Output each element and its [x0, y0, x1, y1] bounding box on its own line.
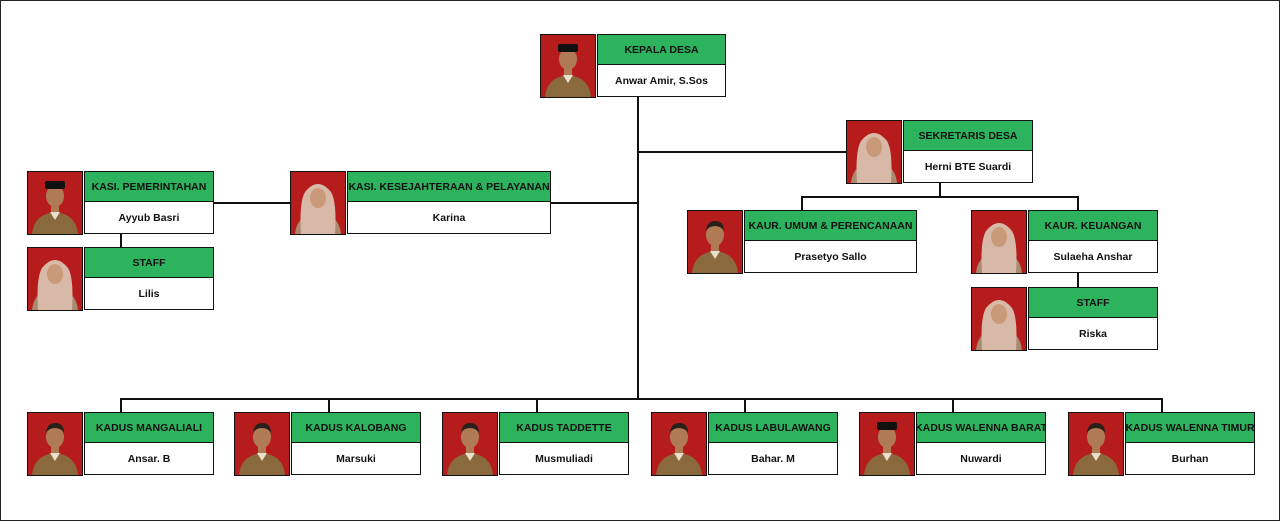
man-peci-icon: [545, 44, 591, 97]
person-name: Anwar Amir, S.Sos: [597, 65, 726, 97]
man-icon: [32, 423, 78, 475]
position-title: KASI. PEMERINTAHAN: [84, 171, 214, 202]
man-icon: [656, 423, 702, 475]
man-peci-portrait-icon: [859, 412, 915, 476]
woman-hijab-portrait-icon: [846, 120, 902, 184]
man-peci-portrait-icon: [27, 171, 83, 235]
connector-line: [213, 202, 290, 204]
position-title: KAUR. KEUANGAN: [1028, 210, 1158, 241]
connector-line: [637, 97, 639, 399]
card-kadus: KADUS LABULAWANG Bahar. M: [651, 412, 838, 476]
position-title: KADUS WALENNA BARAT: [916, 412, 1046, 443]
woman-hijab-icon: [976, 223, 1022, 273]
person-name: Herni BTE Suardi: [903, 151, 1033, 183]
woman-hijab-portrait-icon: [290, 171, 346, 235]
connector-line: [328, 398, 330, 413]
connector-line: [939, 183, 941, 197]
card-kasi-pemerintahan: KASI. PEMERINTAHAN Ayyub Basri: [27, 171, 214, 235]
person-name: Marsuki: [291, 443, 421, 475]
woman-hijab-portrait-icon: [971, 287, 1027, 351]
person-name: Ansar. B: [84, 443, 214, 475]
man-portrait-icon: [687, 210, 743, 274]
position-title: KEPALA DESA: [597, 34, 726, 65]
card-staff-pemerintahan: STAFF Lilis: [27, 247, 214, 311]
position-title: KASI. KESEJAHTERAAN & PELAYANAN: [347, 171, 551, 202]
position-title: STAFF: [1028, 287, 1158, 318]
man-portrait-icon: [27, 412, 83, 476]
position-title: KAUR. UMUM & PERENCANAAN: [744, 210, 917, 241]
man-portrait-icon: [651, 412, 707, 476]
person-name: Nuwardi: [916, 443, 1046, 475]
connector-line: [1077, 273, 1079, 288]
card-kadus: KADUS MANGALIALI Ansar. B: [27, 412, 214, 476]
position-title: SEKRETARIS DESA: [903, 120, 1033, 151]
man-portrait-icon: [442, 412, 498, 476]
connector-line: [638, 151, 847, 153]
card-staff-keuangan: STAFF Riska: [971, 287, 1158, 351]
position-title: KADUS MANGALIALI: [84, 412, 214, 443]
person-name: Burhan: [1125, 443, 1255, 475]
position-title: KADUS WALENNA TIMUR: [1125, 412, 1255, 443]
connector-line: [952, 398, 954, 413]
woman-hijab-icon: [32, 260, 78, 310]
position-title: KADUS KALOBANG: [291, 412, 421, 443]
man-portrait-icon: [234, 412, 290, 476]
person-name: Bahar. M: [708, 443, 838, 475]
card-kadus: KADUS WALENNA TIMUR Burhan: [1068, 412, 1255, 476]
connector-line: [120, 234, 122, 248]
man-icon: [447, 423, 493, 475]
connector-line: [744, 398, 746, 413]
man-icon: [692, 221, 738, 273]
person-name: Lilis: [84, 278, 214, 310]
connector-line: [550, 202, 638, 204]
card-kaur-keuangan: KAUR. KEUANGAN Sulaeha Anshar: [971, 210, 1158, 274]
man-icon: [1073, 423, 1119, 475]
person-name: Riska: [1028, 318, 1158, 350]
woman-hijab-icon: [295, 184, 341, 234]
card-kadus: KADUS TADDETTE Musmuliadi: [442, 412, 629, 476]
man-icon: [239, 423, 285, 475]
card-kadus: KADUS KALOBANG Marsuki: [234, 412, 421, 476]
connector-line: [801, 196, 803, 211]
person-name: Prasetyo Sallo: [744, 241, 917, 273]
connector-line: [120, 398, 1163, 400]
woman-hijab-portrait-icon: [971, 210, 1027, 274]
card-kepala-desa: KEPALA DESA Anwar Amir, S.Sos: [540, 34, 726, 98]
person-name: Karina: [347, 202, 551, 234]
person-name: Ayyub Basri: [84, 202, 214, 234]
card-sekretaris-desa: SEKRETARIS DESA Herni BTE Suardi: [846, 120, 1033, 184]
man-peci-icon: [32, 181, 78, 234]
card-kaur-umum: KAUR. UMUM & PERENCANAAN Prasetyo Sallo: [687, 210, 917, 274]
man-peci-portrait-icon: [540, 34, 596, 98]
connector-line: [536, 398, 538, 413]
position-title: KADUS TADDETTE: [499, 412, 629, 443]
woman-hijab-icon: [976, 300, 1022, 350]
person-name: Musmuliadi: [499, 443, 629, 475]
woman-hijab-portrait-icon: [27, 247, 83, 311]
connector-line: [120, 398, 122, 413]
connector-line: [801, 196, 1079, 198]
connector-line: [1161, 398, 1163, 413]
card-kasi-kesejahteraan: KASI. KESEJAHTERAAN & PELAYANAN Karina: [290, 171, 551, 235]
woman-hijab-icon: [851, 133, 897, 183]
position-title: STAFF: [84, 247, 214, 278]
card-kadus: KADUS WALENNA BARAT Nuwardi: [859, 412, 1046, 476]
person-name: Sulaeha Anshar: [1028, 241, 1158, 273]
connector-line: [1077, 196, 1079, 211]
position-title: KADUS LABULAWANG: [708, 412, 838, 443]
man-portrait-icon: [1068, 412, 1124, 476]
man-peci-icon: [864, 422, 910, 475]
